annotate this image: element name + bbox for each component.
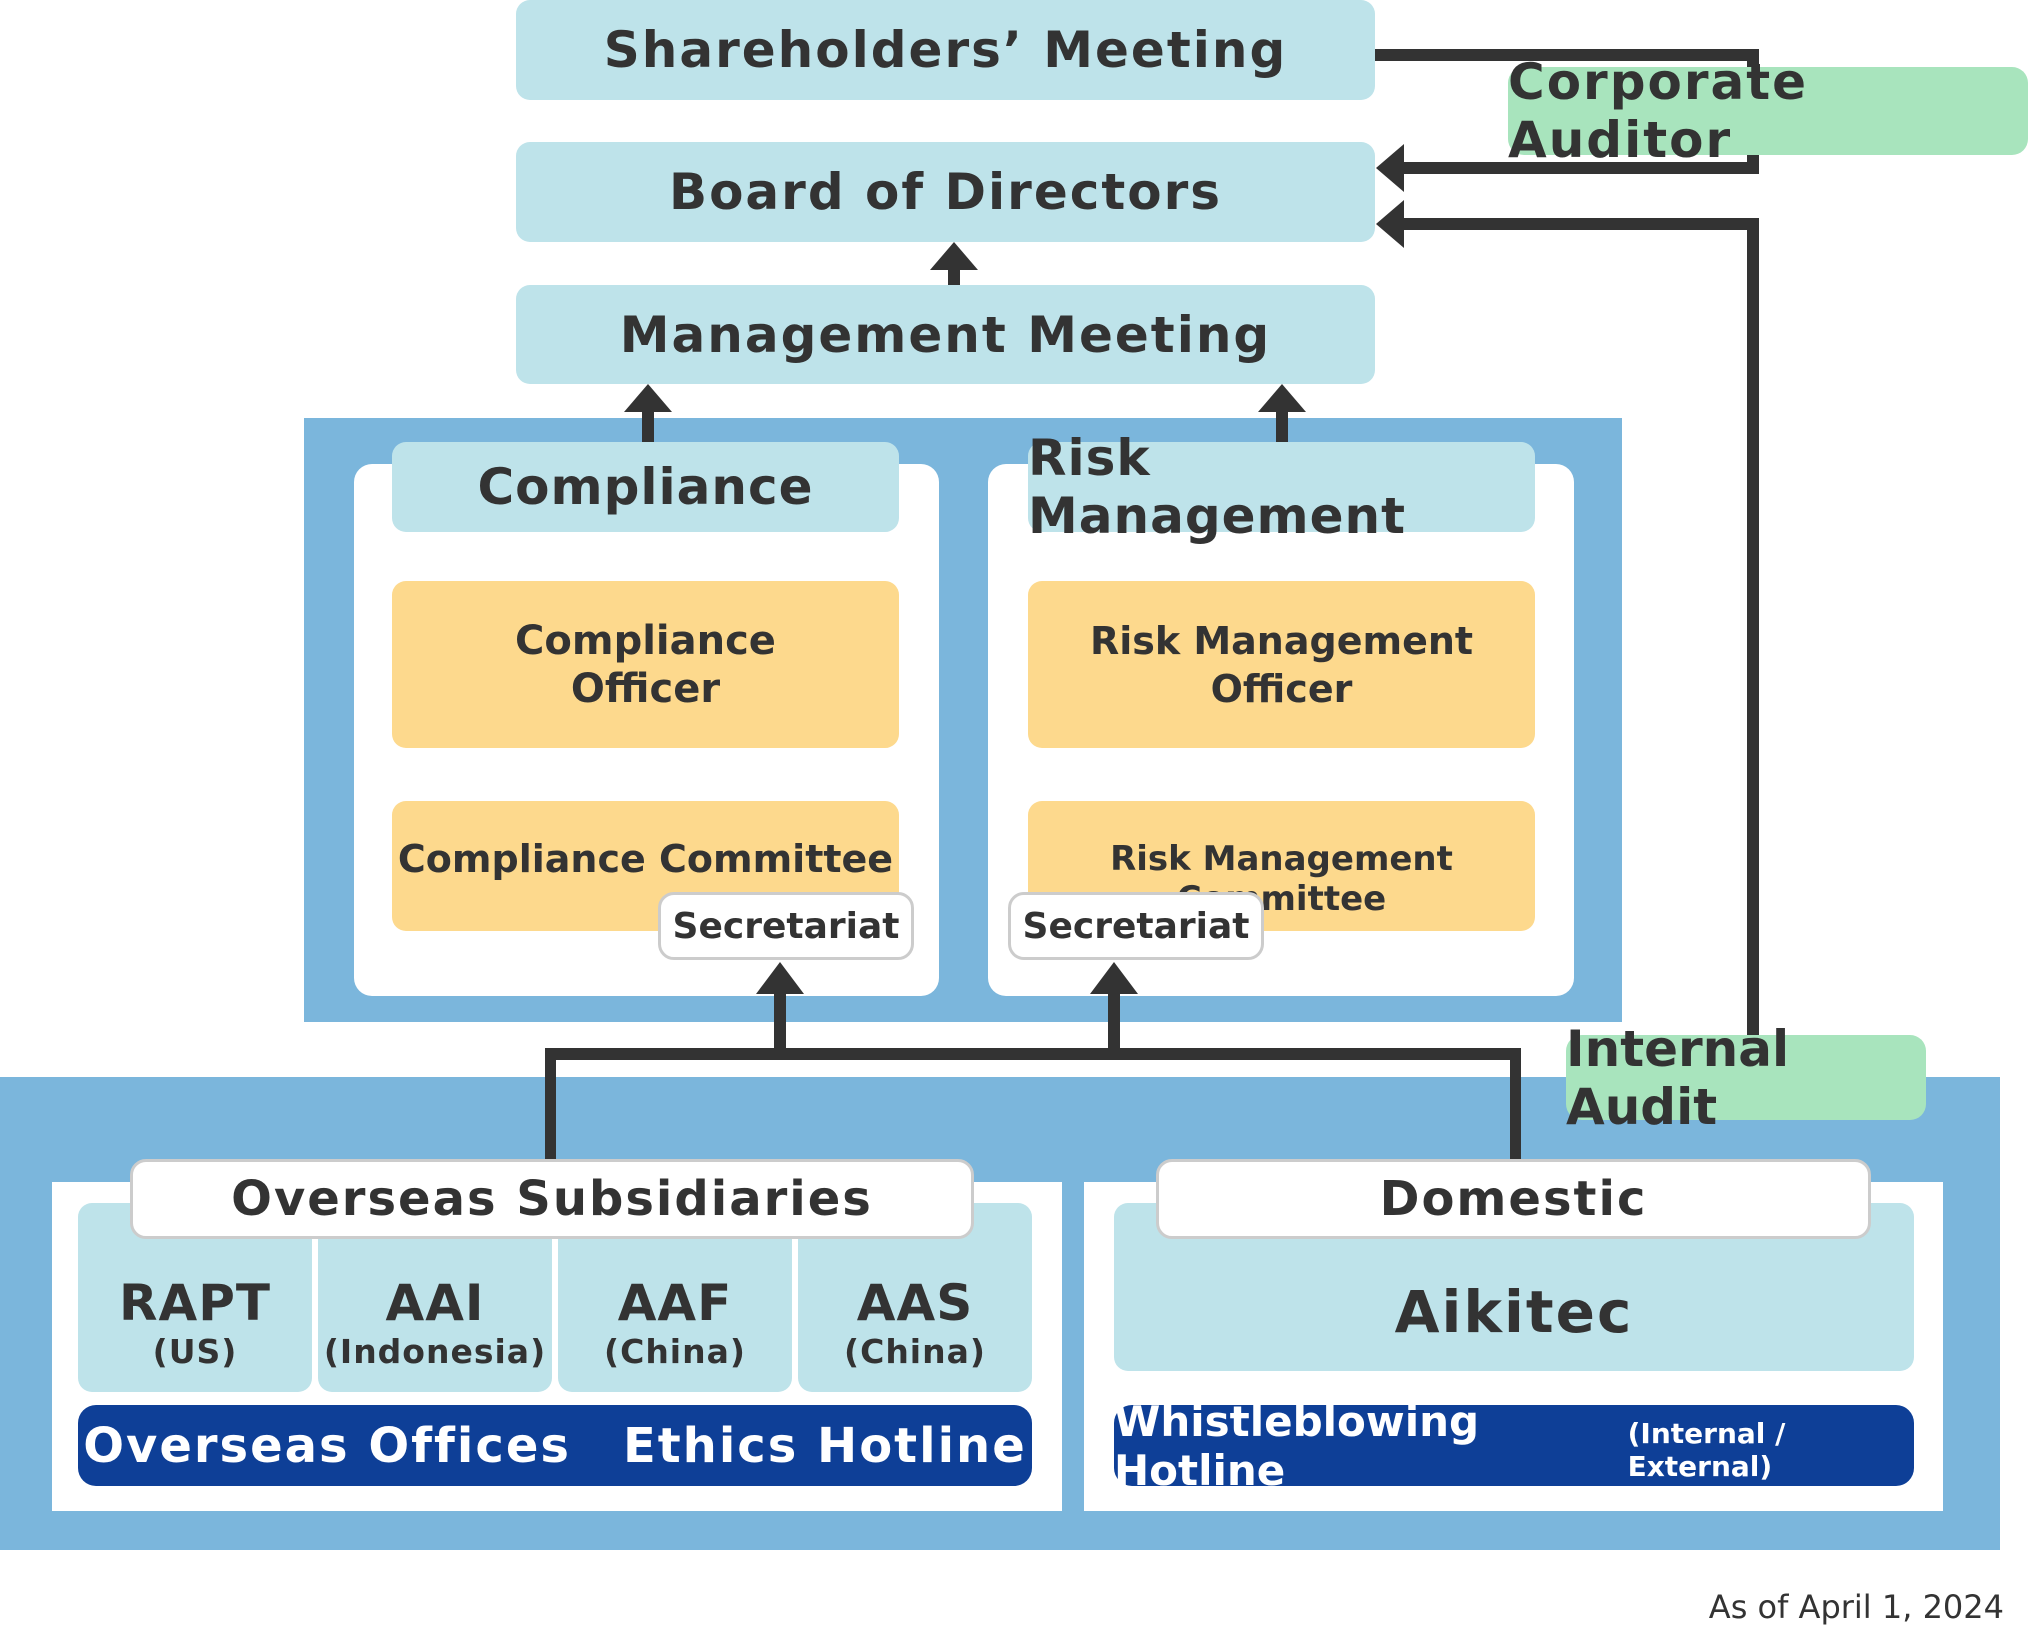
arrowhead-left-icon: [1376, 144, 1404, 192]
arrowhead-up-icon: [624, 384, 672, 412]
connector-line: [545, 1048, 556, 1159]
connector-line: [1108, 994, 1120, 1052]
subsidiary-name: AAF: [617, 1274, 733, 1332]
corporate-auditor-box: Corporate Auditor: [1508, 53, 2028, 169]
subsidiary-country: (China): [844, 1332, 986, 1371]
overseas-subsidiaries-tab: Overseas Subsidiaries: [130, 1159, 974, 1239]
subsidiary-country: (US): [152, 1332, 238, 1371]
shareholders-meeting-box: Shareholders’ Meeting: [516, 0, 1375, 100]
whistleblowing-hotline: Whistleblowing Hotline (Internal / Exter…: [1114, 1397, 1914, 1495]
management-meeting-label: Management Meeting: [619, 305, 1272, 364]
connector-line: [1404, 218, 1759, 230]
compliance-committee-box: Compliance Committee: [392, 801, 899, 931]
internal-audit-label: Internal Audit: [1566, 1019, 1790, 1136]
compliance-header-label: Compliance: [477, 458, 814, 516]
internal-audit-box: Internal Audit: [1566, 1020, 1926, 1136]
connector-line: [1747, 218, 1759, 1035]
compliance-header: Compliance: [392, 442, 899, 532]
shareholders-meeting-label: Shareholders’ Meeting: [603, 21, 1288, 79]
risk-secretariat-label: Secretariat: [1022, 905, 1250, 947]
corporate-auditor-label: Corporate Auditor: [1508, 53, 1809, 169]
whistleblowing-hotline-note: (Internal / External): [1627, 1416, 1786, 1483]
subsidiary-name: RAPT: [119, 1274, 271, 1332]
subsidiary-name: AAS: [856, 1274, 974, 1332]
domestic-label: Domestic: [1379, 1171, 1648, 1227]
board-of-directors-label: Board of Directors: [668, 163, 1223, 221]
arrowhead-up-icon: [930, 242, 978, 270]
connector-line: [545, 1048, 1521, 1060]
subsidiary-country: (China): [604, 1332, 746, 1371]
board-of-directors-box: Board of Directors: [516, 142, 1375, 242]
connector-line: [1510, 1048, 1521, 1159]
risk-secretariat: Secretariat: [1008, 892, 1264, 960]
connector-line: [1375, 49, 1759, 61]
subsidiary-rapt: RAPT (US): [78, 1203, 312, 1392]
overseas-subsidiaries-label: Overseas Subsidiaries: [231, 1171, 873, 1227]
as-of-date: As of April 1, 2024: [1708, 1588, 2004, 1626]
compliance-secretariat: Secretariat: [658, 892, 914, 960]
connector-line: [1404, 162, 1759, 174]
arrowhead-left-icon: [1376, 200, 1404, 248]
aikitec-label: Aikitec: [1394, 1278, 1634, 1346]
risk-officer-line2: Officer: [1210, 666, 1353, 711]
overseas-hotline-label-b: Ethics Hotline: [622, 1417, 1027, 1474]
compliance-secretariat-label: Secretariat: [672, 905, 900, 947]
management-meeting-box: Management Meeting: [516, 285, 1375, 384]
subsidiary-country: (Indonesia): [323, 1332, 547, 1371]
overseas-ethics-hotline: Overseas Offices Ethics Hotline: [78, 1405, 1032, 1486]
risk-management-header: Risk Management: [1028, 429, 1535, 545]
risk-officer-line1: Risk Management: [1089, 618, 1474, 663]
risk-management-officer-box: Risk Management Officer: [1028, 581, 1535, 748]
whistleblowing-hotline-label: Whistleblowing Hotline: [1114, 1396, 1480, 1495]
connector-line: [948, 270, 960, 285]
overseas-hotline-label-a: Overseas Offices: [83, 1417, 571, 1474]
arrowhead-up-icon: [1258, 384, 1306, 412]
arrowhead-up-icon: [1090, 962, 1138, 994]
connector-line: [1276, 412, 1288, 442]
connector-line: [774, 994, 786, 1052]
connector-line: [642, 412, 654, 442]
subsidiary-name: AAI: [385, 1274, 485, 1332]
compliance-committee-label: Compliance Committee: [397, 837, 894, 881]
arrowhead-up-icon: [756, 962, 804, 994]
domestic-tab: Domestic: [1156, 1159, 1871, 1239]
risk-management-header-label: Risk Management: [1028, 429, 1407, 545]
compliance-officer-line1: Compliance: [515, 617, 776, 664]
compliance-officer-line2: Officer: [570, 665, 721, 712]
compliance-officer-box: Compliance Officer: [392, 581, 899, 748]
